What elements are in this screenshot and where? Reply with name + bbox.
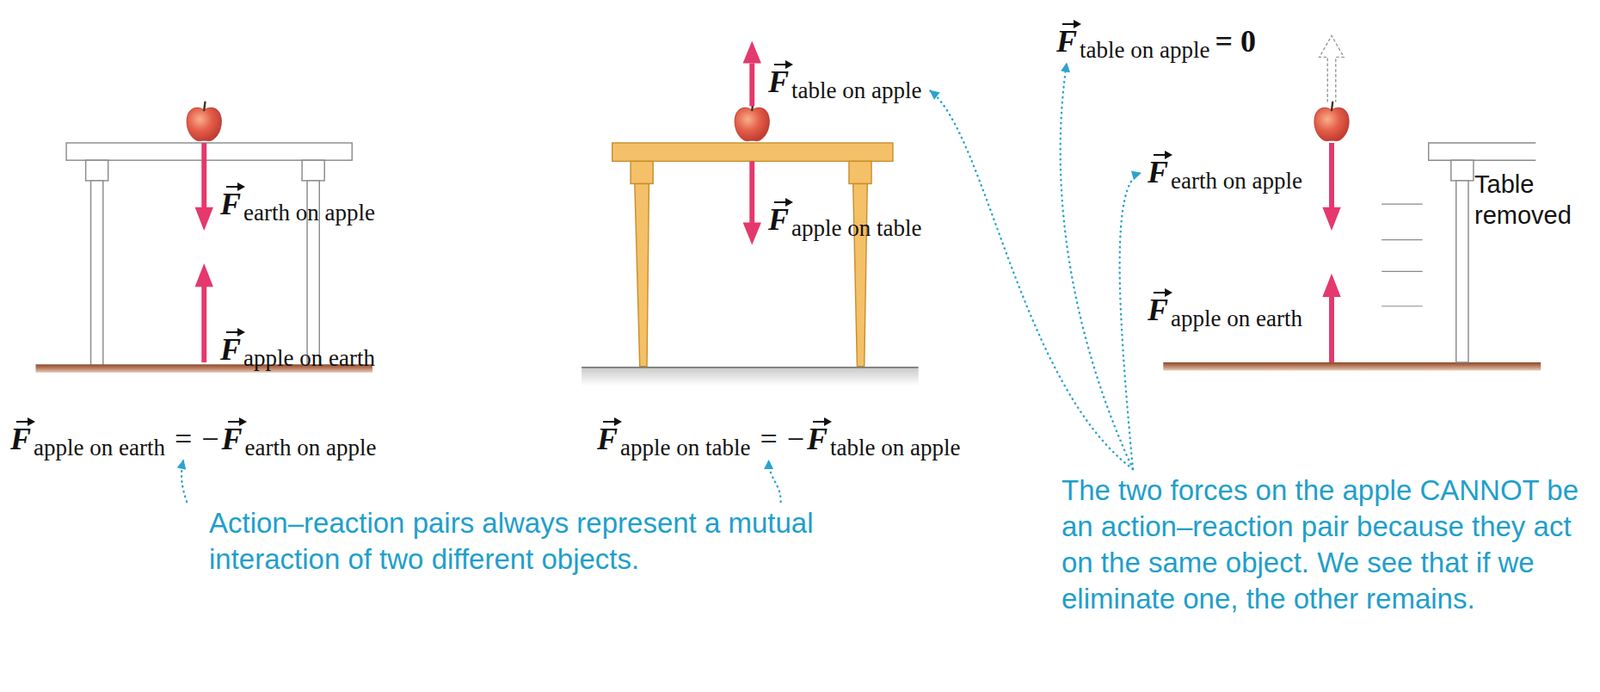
- vector-subscript: apple on table: [620, 434, 751, 462]
- floor-line: [581, 366, 918, 369]
- label-group: Fapple on table: [768, 195, 922, 238]
- label-group: Fearth on apple: [1147, 147, 1303, 191]
- label-group: Fapple on earth=−Fearth on apple: [10, 414, 377, 457]
- orange-table: [612, 142, 893, 367]
- force-arrows: [195, 142, 214, 363]
- minus-sign: −: [787, 420, 805, 457]
- minus-sign: −: [201, 420, 219, 457]
- panel-note: Table removed: [1474, 168, 1591, 232]
- vector-symbol: F: [1147, 285, 1169, 328]
- white-table: [66, 142, 352, 366]
- vector-subscript: apple on earth: [243, 344, 376, 372]
- label-group: Ftable on apple: [768, 57, 922, 100]
- callout-note: Action–reaction pairs always represent a…: [209, 504, 846, 578]
- leader-line: [769, 460, 782, 502]
- callout-note: The two forces on the apple CANNOT be an…: [1061, 472, 1594, 617]
- vector-symbol: F: [10, 414, 31, 457]
- ground: [1163, 362, 1541, 370]
- vector-symbol: F: [1147, 147, 1169, 191]
- label-group: Fapple on earth: [1147, 285, 1303, 328]
- vector-subscript: table on apple: [791, 77, 922, 105]
- leader-line: [929, 91, 1133, 470]
- zero-force-arrow: [1319, 36, 1344, 103]
- label-group: Fapple on earth: [220, 325, 376, 368]
- vector-symbol: F: [806, 414, 828, 457]
- zero-value: = 0: [1214, 23, 1256, 60]
- equals-sign: =: [174, 420, 192, 457]
- vector-subscript: table on apple: [1079, 36, 1210, 64]
- vector-subscript: apple on earth: [1170, 305, 1303, 333]
- vector-symbol: F: [221, 414, 243, 457]
- label-group: Action–reaction pairs always represent a…: [209, 504, 846, 578]
- label-group: The two forces on the apple CANNOT be an…: [1061, 472, 1594, 617]
- force-arrows: [743, 40, 762, 245]
- apple: [186, 102, 222, 142]
- apple: [1314, 102, 1349, 142]
- vector-subscript: earth on apple: [245, 434, 377, 462]
- vector-symbol: F: [1056, 17, 1077, 60]
- force-arrows: [1322, 142, 1341, 363]
- label-group: Fearth on apple: [220, 179, 376, 222]
- label-group: Fapple on table=−Ftable on apple: [596, 414, 961, 457]
- vector-symbol: F: [596, 414, 618, 457]
- vector-subscript: earth on apple: [1170, 167, 1303, 195]
- vector-symbol: F: [220, 179, 241, 222]
- label-group: Table removed: [1474, 168, 1591, 232]
- floor: [581, 367, 918, 386]
- label-group: Ftable on apple= 0: [1056, 17, 1256, 60]
- vector-subscript: table on apple: [830, 434, 960, 462]
- leader-line: [1120, 172, 1141, 469]
- vector-symbol: F: [220, 325, 241, 368]
- vector-subscript: earth on apple: [243, 199, 376, 227]
- motion-lines: [1381, 203, 1422, 307]
- vector-symbol: F: [768, 195, 789, 238]
- vector-subscript: apple on earth: [33, 434, 166, 462]
- equals-sign: =: [759, 420, 777, 457]
- vector-symbol: F: [768, 57, 789, 100]
- leader-line: [1060, 63, 1133, 469]
- apple: [734, 102, 770, 142]
- vector-subscript: apple on table: [791, 215, 922, 242]
- leader-line: [181, 460, 187, 502]
